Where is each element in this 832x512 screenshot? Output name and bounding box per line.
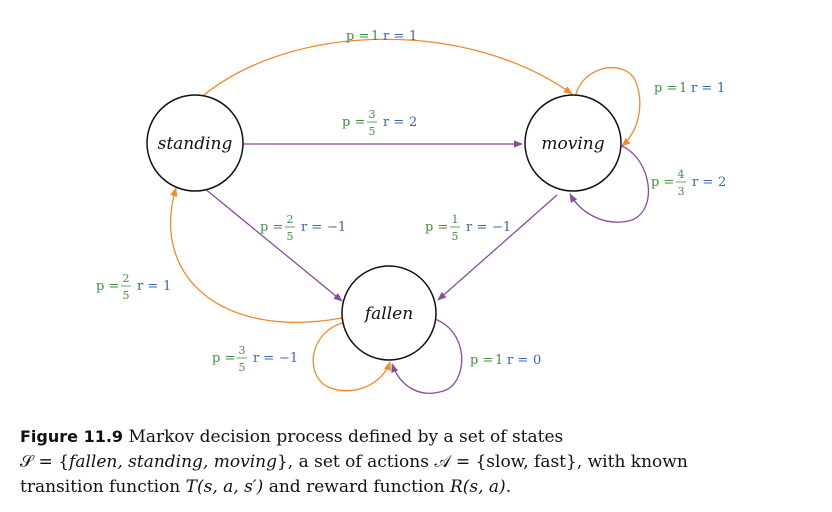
- state-fallen-label: fallen: [363, 304, 413, 324]
- edge-moving-self-fast: [569, 145, 650, 223]
- edge-label-fallen-self-slow: p = 3 5 r = −1: [212, 344, 298, 374]
- prob-numerator: 4: [678, 168, 685, 181]
- reward-prefix: r =: [253, 351, 274, 366]
- reward-prefix: r =: [383, 29, 404, 44]
- reward-prefix: r =: [692, 175, 713, 190]
- state-standing: standing: [146, 94, 244, 192]
- caption-transition-text: transition function: [20, 477, 186, 497]
- reward-value: 1: [717, 81, 725, 96]
- reward-value: −1: [492, 220, 511, 235]
- reward-value: 0: [533, 353, 541, 368]
- edge-label-moving-to-fallen-fast: p = 1 5 r = −1: [425, 213, 511, 243]
- reward-prefix: r =: [137, 279, 158, 294]
- edge-fallen-self-slow: [312, 321, 391, 392]
- reward-value: −1: [279, 351, 298, 366]
- reward-value: 1: [409, 29, 417, 44]
- prob-numerator: 1: [452, 213, 459, 226]
- prob-prefix: p =: [346, 29, 369, 44]
- prob-value: 1: [495, 353, 503, 368]
- reward-prefix: r =: [301, 220, 322, 235]
- prob-denominator: 5: [123, 289, 130, 302]
- prob-numerator: 2: [123, 272, 130, 285]
- prob-prefix: p =: [654, 81, 677, 96]
- prob-value: 1: [679, 81, 687, 96]
- edge-standing-to-moving-slow: [197, 38, 573, 101]
- caption-period: .: [505, 477, 512, 497]
- prob-prefix: p =: [212, 351, 235, 366]
- edge-standing-to-fallen-fast: [203, 187, 343, 302]
- prob-prefix: p =: [260, 220, 283, 235]
- prob-denominator: 5: [369, 125, 376, 138]
- prob-prefix: p =: [425, 220, 448, 235]
- prob-prefix: p =: [96, 279, 119, 294]
- reward-value: 2: [409, 115, 417, 130]
- prob-numerator: 3: [239, 344, 246, 357]
- reward-value: 1: [163, 279, 171, 294]
- caption-text-1: Markov decision process defined by a set…: [128, 427, 564, 447]
- caption-reward-function: R(s, a): [449, 477, 506, 497]
- prob-denominator: 3: [678, 185, 685, 198]
- edge-fallen-to-standing-slow: [170, 187, 343, 323]
- prob-prefix: p =: [651, 175, 674, 190]
- prob-denominator: 5: [239, 361, 246, 374]
- edge-fallen-self-fast: [391, 317, 463, 394]
- state-moving-label: moving: [541, 134, 604, 154]
- caption-actions: }, a set of actions 𝒜 = {slow, fast}, wi…: [276, 452, 688, 472]
- reward-prefix: r =: [466, 220, 487, 235]
- state-standing-label: standing: [158, 134, 233, 154]
- figure-caption: Figure 11.9 Markov decision process defi…: [20, 424, 820, 500]
- edge-label-standing-to-fallen-fast: p = 2 5 r = −1: [260, 213, 346, 243]
- reward-value: 2: [718, 175, 726, 190]
- edge-label-moving-self-fast: p = 4 3 r = 2: [651, 168, 726, 198]
- prob-prefix: p =: [470, 353, 493, 368]
- caption-reward-text: and reward function: [263, 477, 450, 497]
- reward-prefix: r =: [507, 353, 528, 368]
- caption-line-1: Figure 11.9 Markov decision process defi…: [20, 424, 820, 450]
- prob-numerator: 2: [287, 213, 294, 226]
- caption-transition-function: T(s, a, s′): [185, 477, 264, 497]
- edge-label-standing-to-moving-fast: p = 3 5 r = 2: [342, 108, 417, 138]
- prob-numerator: 3: [369, 108, 376, 121]
- caption-states-prefix: 𝒮 = {: [20, 452, 70, 472]
- reward-value: −1: [327, 220, 346, 235]
- prob-value: 1: [371, 29, 379, 44]
- caption-line-2: 𝒮 = {fallen, standing, moving}, a set of…: [20, 450, 820, 475]
- edge-moving-to-fallen-fast: [437, 194, 558, 301]
- caption-states: fallen, standing, moving: [69, 452, 277, 472]
- state-fallen: fallen: [341, 265, 437, 361]
- reward-prefix: r =: [691, 81, 712, 96]
- prob-prefix: p =: [342, 115, 365, 130]
- edge-moving-self-slow: [574, 67, 641, 147]
- figure-number: Figure 11.9: [20, 427, 124, 446]
- state-moving: moving: [524, 94, 622, 192]
- prob-denominator: 5: [452, 230, 459, 243]
- reward-prefix: r =: [383, 115, 404, 130]
- prob-denominator: 5: [287, 230, 294, 243]
- edge-label-fallen-to-standing-slow: p = 2 5 r = 1: [96, 272, 171, 302]
- caption-line-3: transition function T(s, a, s′) and rewa…: [20, 475, 820, 500]
- edge-label-fallen-self-fast: p =1 r = 0: [470, 353, 541, 368]
